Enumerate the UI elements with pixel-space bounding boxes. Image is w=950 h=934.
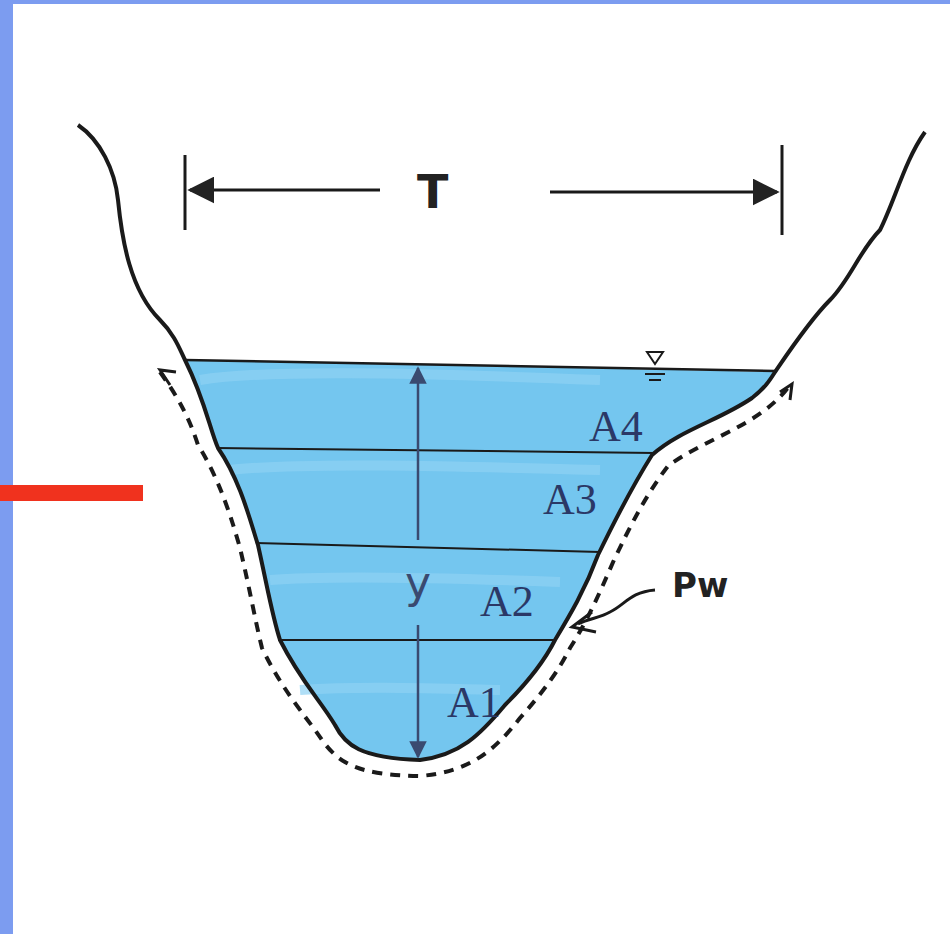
frame-bar [0, 0, 950, 4]
area-label: A3 [543, 478, 597, 522]
area-label: A1 [447, 681, 501, 725]
area-label: A2 [480, 580, 534, 624]
dimension-tick [781, 145, 784, 235]
perimeter-label: Pw [672, 568, 728, 602]
depth-arrow [417, 625, 420, 757]
depth-arrow [417, 368, 420, 540]
wetted-perimeter [160, 372, 790, 776]
dimension-arrow [550, 191, 777, 194]
dimension-tick [184, 155, 187, 230]
surface-symbol [647, 352, 663, 364]
marker-bar [0, 485, 143, 501]
area-label: A4 [589, 405, 643, 449]
channel-bank [78, 125, 925, 760]
frame-bar [0, 0, 13, 934]
leader-line [578, 590, 655, 624]
strip-line [256, 543, 600, 552]
dimension-label: T [417, 169, 448, 215]
dimension-arrow [190, 189, 380, 192]
water-area [185, 360, 775, 760]
water-surface [185, 360, 775, 371]
depth-label: y [405, 561, 431, 605]
